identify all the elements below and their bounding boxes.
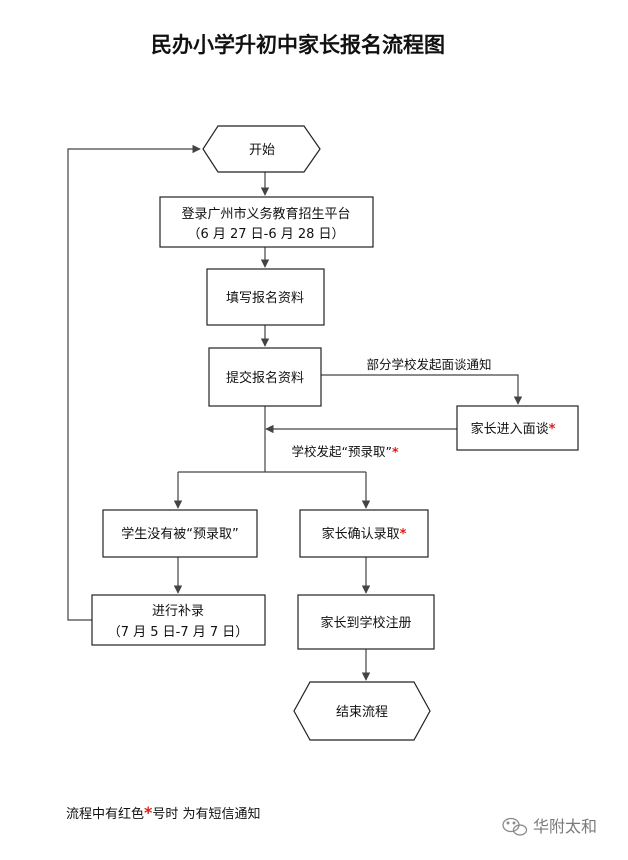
sms-star-marker: *: [549, 422, 556, 437]
node-not-admitted: 学生没有被“预录取”: [102, 509, 258, 558]
edge-label-interview-notice: 部分学校发起面谈通知: [366, 357, 491, 372]
node-interview: 家长进入面谈*: [456, 405, 579, 451]
node-supplement: 进行补录 （7 月 5 日-7 月 7 日）: [91, 594, 266, 646]
node-interview-text: 家长进入面谈*: [471, 421, 556, 437]
footer-star: *: [144, 803, 153, 822]
watermark-label: 华附太和: [533, 817, 597, 836]
node-supplement-dates: （7 月 5 日-7 月 7 日）: [108, 625, 249, 640]
node-submit: 提交报名资料: [208, 347, 322, 407]
node-confirm: 家长确认录取*: [299, 509, 429, 558]
node-login-label: 登录广州市义务教育招生平台: [181, 206, 350, 222]
node-start-label: 开始: [249, 143, 275, 158]
node-register: 家长到学校注册: [297, 594, 435, 650]
node-end-label: 结束流程: [336, 705, 388, 720]
edge-label-pre-admission: 学校发起“预录取”*: [292, 444, 399, 459]
node-register-label: 家长到学校注册: [320, 615, 411, 631]
edge-submit-interview: [321, 374, 523, 405]
node-login-dates: （6 月 27 日-6 月 28 日）: [187, 227, 344, 242]
footer-note-after: 号时 为有短信通知: [152, 806, 260, 822]
node-fill-label: 填写报名资料: [226, 290, 304, 306]
node-fill: 填写报名资料: [206, 268, 325, 326]
node-end: 结束流程: [293, 681, 431, 741]
node-start: 开始: [202, 125, 321, 173]
node-confirm-label: 家长确认录取: [322, 526, 400, 542]
watermark: 华附太和: [502, 817, 597, 836]
footer-note-before: 流程中有红色: [66, 806, 144, 822]
edge-supplement-loop: [67, 144, 201, 621]
node-login: 登录广州市义务教育招生平台 （6 月 27 日-6 月 28 日）: [159, 196, 374, 248]
footer-note: 流程中有红色*号时 为有短信通知: [66, 803, 261, 822]
wechat-icon: [502, 817, 528, 836]
node-submit-label: 提交报名资料: [226, 370, 304, 386]
page-title: 民办小学升初中家长报名流程图: [151, 33, 445, 57]
node-confirm-text: 家长确认录取*: [322, 526, 407, 542]
edge-label-pre-admission-text: 学校发起“预录取”: [292, 444, 392, 459]
node-not-admitted-label: 学生没有被“预录取”: [121, 526, 238, 542]
sms-star-marker: *: [400, 527, 407, 542]
node-interview-label: 家长进入面谈: [471, 421, 549, 437]
sms-star-marker: *: [392, 444, 399, 459]
node-supplement-label: 进行补录: [152, 604, 204, 619]
